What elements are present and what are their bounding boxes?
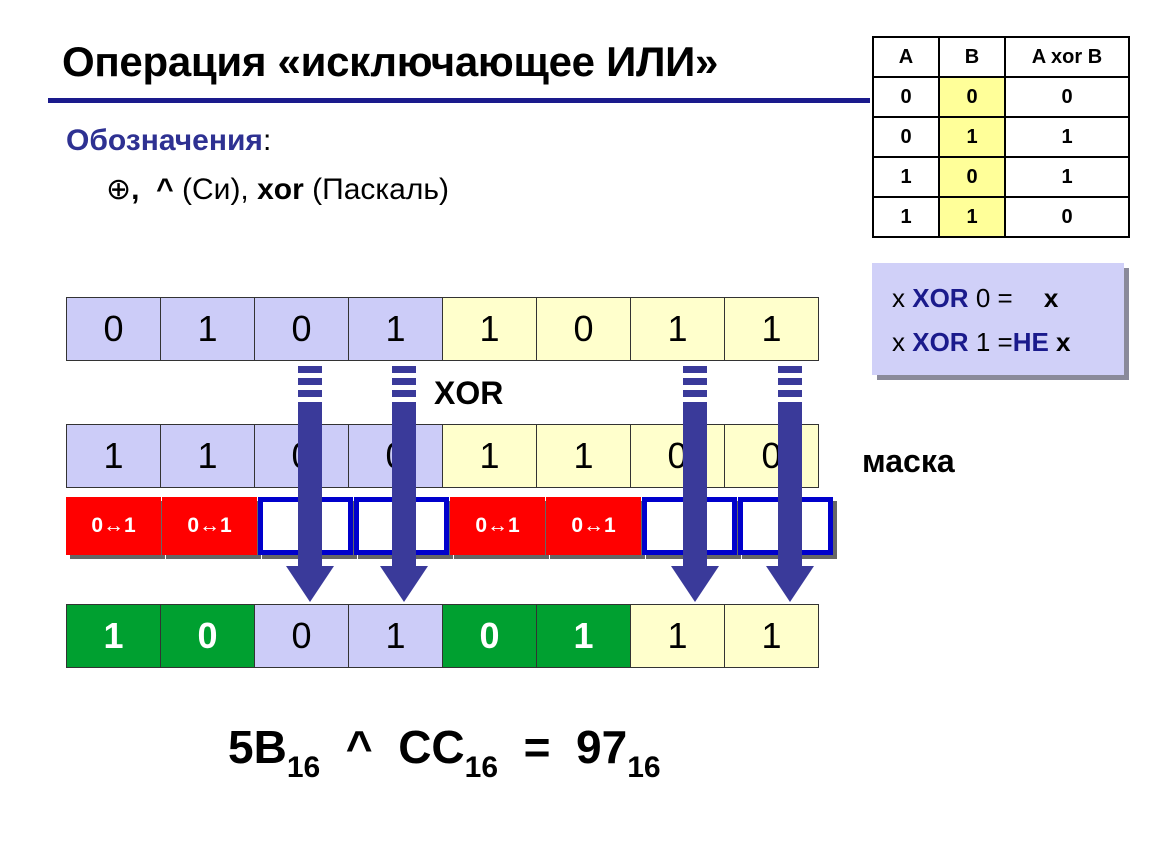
xor-label: XOR xyxy=(434,375,504,411)
page-title: Операция «исключающее ИЛИ» xyxy=(62,38,719,85)
rule-xor-one: x XOR 1 =НЕ x xyxy=(892,327,1071,358)
operand-bit: 1 xyxy=(724,297,819,361)
cell-b: 0 xyxy=(938,156,1006,198)
title-underline xyxy=(48,98,870,103)
mask-bit: 0 xyxy=(724,424,819,488)
result-bit: 1 xyxy=(630,604,725,668)
rule-x: x xyxy=(892,327,905,357)
cell-result: 0 xyxy=(1004,196,1130,238)
cell-a: 1 xyxy=(872,196,940,238)
down-arrow-icon xyxy=(286,366,334,602)
notation-comma: , xyxy=(131,173,140,206)
operand-bit: 0 xyxy=(536,297,631,361)
truth-table-row: 1 1 0 xyxy=(872,196,1130,238)
down-arrow-icon xyxy=(380,366,428,602)
rule-rest: 0 = xyxy=(975,283,1013,313)
cell-a: 0 xyxy=(872,76,940,118)
header-b: B xyxy=(938,36,1006,78)
rule-xor-zero: x XOR 0 = x xyxy=(892,283,1058,314)
hex-formula: 5B16 ^ CC16 = 9716 xyxy=(228,720,661,785)
cell-result: 1 xyxy=(1004,116,1130,158)
xor-rules-box: x XOR 0 = x x XOR 1 =НЕ x xyxy=(872,263,1124,375)
rule-op: XOR xyxy=(912,283,969,313)
pascal-operator: xor xyxy=(257,173,304,206)
c-operator: ^ xyxy=(156,173,174,206)
oplus-symbol: ⊕ xyxy=(106,173,132,206)
notation-heading: Обозначения: xyxy=(66,124,271,158)
mask-bit: 1 xyxy=(66,424,161,488)
formula-eq: = xyxy=(523,721,551,773)
result-bit: 0 xyxy=(160,604,255,668)
notation-heading-word: Обозначения xyxy=(66,124,263,157)
rule-result-ne: НЕ xyxy=(1012,327,1049,357)
formula-b-base: 16 xyxy=(464,751,499,784)
mask-label: маска xyxy=(862,443,955,479)
flip-box: 0↔1 xyxy=(546,497,641,555)
truth-table: A B A xor B 0 0 0 0 1 1 1 0 1 1 1 0 xyxy=(872,36,1130,238)
operand-bit: 1 xyxy=(630,297,725,361)
rule-op: XOR xyxy=(912,327,969,357)
notation-heading-colon: : xyxy=(262,124,272,157)
result-bit: 0 xyxy=(442,604,537,668)
header-result: A xor B xyxy=(1004,36,1130,78)
cell-b: 1 xyxy=(938,116,1006,158)
operand-bit: 1 xyxy=(160,297,255,361)
header-a: A xyxy=(872,36,940,78)
cell-a: 1 xyxy=(872,156,940,198)
cell-result: 0 xyxy=(1004,76,1130,118)
pascal-language: (Паскаль) xyxy=(312,173,449,206)
result-bit: 1 xyxy=(536,604,631,668)
flip-box: 0↔1 xyxy=(450,497,545,555)
flip-box: 0↔1 xyxy=(162,497,257,555)
rule-x: x xyxy=(892,283,905,313)
formula-a-base: 16 xyxy=(286,751,321,784)
result-bit: 0 xyxy=(254,604,349,668)
result-bit: 1 xyxy=(66,604,161,668)
mask-bit: 1 xyxy=(160,424,255,488)
formula-c-base: 16 xyxy=(627,751,661,784)
truth-table-row: 0 1 1 xyxy=(872,116,1130,158)
mask-bit: 0 xyxy=(630,424,725,488)
mask-bit: 1 xyxy=(536,424,631,488)
flip-box: 0↔1 xyxy=(66,497,161,555)
truth-table-row: 0 0 0 xyxy=(872,76,1130,118)
formula-c: 97 xyxy=(576,721,628,773)
truth-table-row: 1 0 1 xyxy=(872,156,1130,198)
result-bit: 1 xyxy=(348,604,443,668)
rule-rest: 1 = xyxy=(975,327,1013,357)
formula-op: ^ xyxy=(345,721,373,773)
cell-result: 1 xyxy=(1004,156,1130,198)
formula-a: 5B xyxy=(228,721,287,773)
cell-b: 0 xyxy=(938,76,1006,118)
operand-bit: 1 xyxy=(348,297,443,361)
formula-b: CC xyxy=(398,721,465,773)
truth-table-header: A B A xor B xyxy=(872,36,1130,78)
c-language: (Си), xyxy=(182,173,249,206)
operand-bit: 1 xyxy=(442,297,537,361)
rule-result: x xyxy=(1056,327,1071,357)
operand-bit: 0 xyxy=(66,297,161,361)
operand-row: 0 1 0 1 1 0 1 1 xyxy=(66,297,819,361)
result-row: 1 0 0 1 0 1 1 1 xyxy=(66,604,819,668)
mask-bit: 1 xyxy=(442,424,537,488)
cell-b: 1 xyxy=(938,196,1006,238)
down-arrow-icon xyxy=(766,366,814,602)
rule-result: x xyxy=(1043,283,1059,313)
result-bit: 1 xyxy=(724,604,819,668)
notation-line: ⊕, ^ (Си), xor (Паскаль) xyxy=(106,172,449,207)
operand-bit: 0 xyxy=(254,297,349,361)
down-arrow-icon xyxy=(671,366,719,602)
cell-a: 0 xyxy=(872,116,940,158)
